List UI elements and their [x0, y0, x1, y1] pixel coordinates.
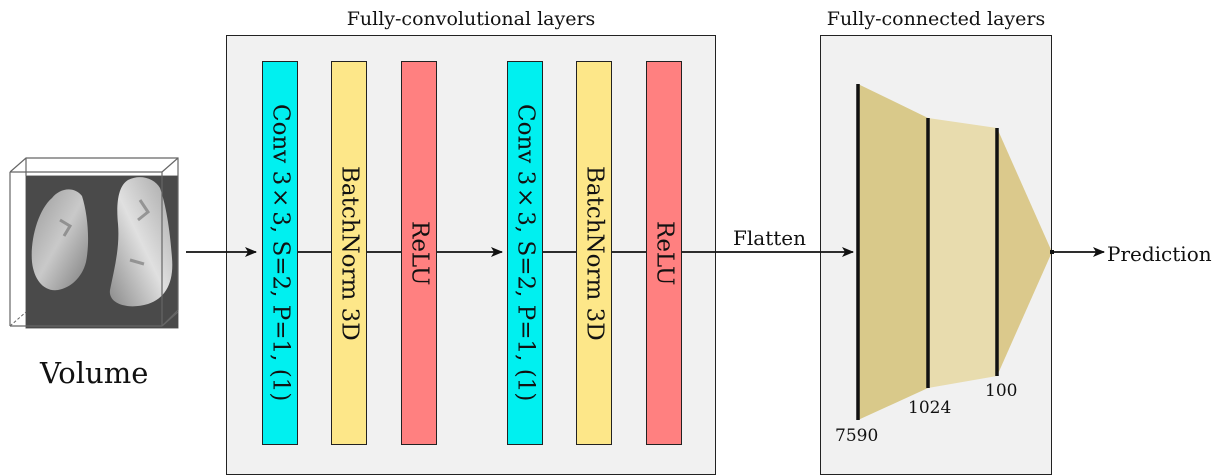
fc-output-node — [1050, 250, 1054, 254]
batchnorm-layer-2-label: BatchNorm 3D — [581, 165, 608, 341]
prediction-label: Prediction — [1107, 242, 1212, 266]
left-lung — [31, 189, 89, 291]
fc-size-1024: 1024 — [908, 398, 952, 418]
fc-segment-2 — [928, 118, 997, 388]
relu-layer-2-label: ReLU — [651, 220, 678, 286]
flatten-label: Flatten — [733, 226, 806, 250]
fc-group-title: Fully-connected layers — [826, 8, 1046, 30]
volume-label: Volume — [40, 356, 149, 390]
conv-layer-1: Conv 3×3, S=2, P=1, (1) — [262, 61, 298, 445]
batchnorm-layer-1-label: BatchNorm 3D — [336, 165, 363, 341]
fc-segment-1 — [858, 84, 928, 420]
conv-panel — [226, 35, 716, 475]
batchnorm-layer-1: BatchNorm 3D — [331, 61, 367, 445]
fc-funnel — [856, 84, 1054, 420]
conv-layer-2: Conv 3×3, S=2, P=1, (1) — [507, 61, 543, 445]
fc-segment-3 — [997, 128, 1052, 376]
relu-layer-1: ReLU — [401, 61, 437, 445]
conv-layer-1-label: Conv 3×3, S=2, P=1, (1) — [267, 104, 294, 402]
fc-size-100: 100 — [985, 381, 1018, 401]
fc-size-7590: 7590 — [835, 426, 879, 446]
right-lung — [109, 177, 173, 307]
conv-layer-2-label: Conv 3×3, S=2, P=1, (1) — [512, 104, 539, 402]
relu-layer-2: ReLU — [646, 61, 682, 445]
relu-layer-1-label: ReLU — [406, 220, 433, 286]
conv-group-title: Fully-convolutional layers — [346, 8, 596, 30]
batchnorm-layer-2: BatchNorm 3D — [576, 61, 612, 445]
volume-cube — [9, 157, 179, 329]
